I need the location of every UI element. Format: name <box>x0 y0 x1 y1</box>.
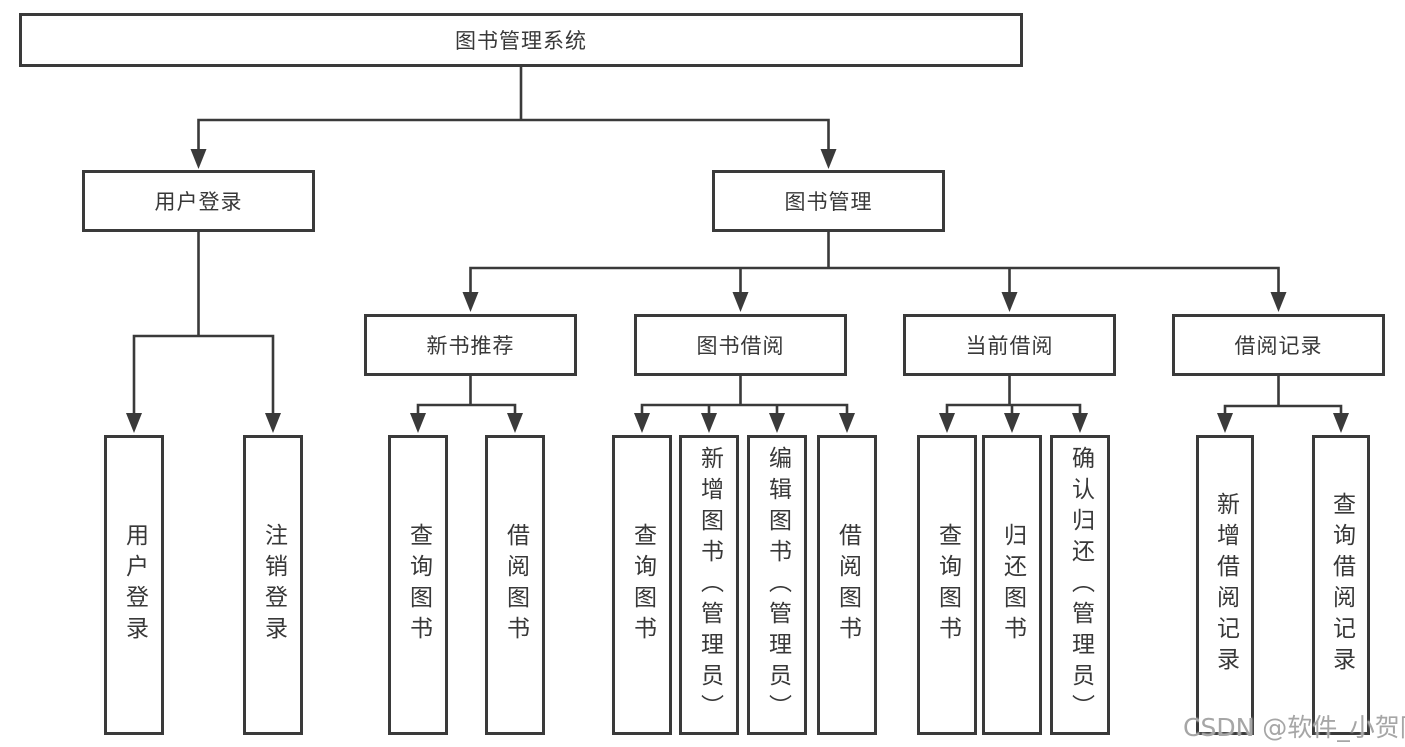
node-label: 图书管理系统 <box>455 29 587 53</box>
node-current-borrowing: 当前借阅 <box>903 314 1116 376</box>
node-label: 借阅图书 <box>502 523 529 647</box>
watermark: CSDN @软件_小贺同学 <box>1183 713 1405 742</box>
leaf-user-login: 用户登录 <box>104 435 164 735</box>
node-book-borrowing: 图书借阅 <box>634 314 847 376</box>
leaf-edit-book-admin: 编辑图书（管理员） <box>747 435 807 735</box>
node-label: 用户登录 <box>154 190 243 214</box>
node-label: 编辑图书（管理员） <box>764 445 791 725</box>
node-label: 归还图书 <box>999 523 1026 647</box>
leaf-confirm-return-admin: 确认归还（管理员） <box>1050 435 1110 735</box>
node-label: 确认归还（管理员） <box>1067 445 1094 725</box>
leaf-add-borrow-record: 新增借阅记录 <box>1196 435 1254 735</box>
leaf-query-borrow-record: 查询借阅记录 <box>1312 435 1370 735</box>
node-book-management: 图书管理 <box>712 170 945 232</box>
node-label: 图书借阅 <box>696 334 785 358</box>
node-borrow-records: 借阅记录 <box>1172 314 1385 376</box>
leaf-add-book-admin: 新增图书（管理员） <box>679 435 739 735</box>
leaf-logout: 注销登录 <box>243 435 303 735</box>
node-label: 新书推荐 <box>426 334 515 358</box>
leaf-borrow-books-1: 借阅图书 <box>485 435 545 735</box>
node-label: 当前借阅 <box>965 334 1054 358</box>
node-library-management-system: 图书管理系统 <box>19 13 1023 67</box>
node-label: 图书管理 <box>784 190 873 214</box>
node-user-login: 用户登录 <box>82 170 315 232</box>
node-label: 注销登录 <box>260 523 287 647</box>
leaf-query-books-3: 查询图书 <box>917 435 977 735</box>
node-label: 用户登录 <box>121 523 148 647</box>
node-label: 查询借阅记录 <box>1328 492 1355 678</box>
node-label: 查询图书 <box>629 523 656 647</box>
node-label: 查询图书 <box>405 523 432 647</box>
node-label: 查询图书 <box>934 523 961 647</box>
node-label: 借阅记录 <box>1234 334 1323 358</box>
node-new-book-recommend: 新书推荐 <box>364 314 577 376</box>
leaf-query-books-2: 查询图书 <box>612 435 672 735</box>
node-label: 新增图书（管理员） <box>696 445 723 725</box>
leaf-query-books-1: 查询图书 <box>388 435 448 735</box>
leaf-borrow-books-2: 借阅图书 <box>817 435 877 735</box>
leaf-return-book: 归还图书 <box>982 435 1042 735</box>
node-label: 新增借阅记录 <box>1212 492 1239 678</box>
node-label: 借阅图书 <box>834 523 861 647</box>
